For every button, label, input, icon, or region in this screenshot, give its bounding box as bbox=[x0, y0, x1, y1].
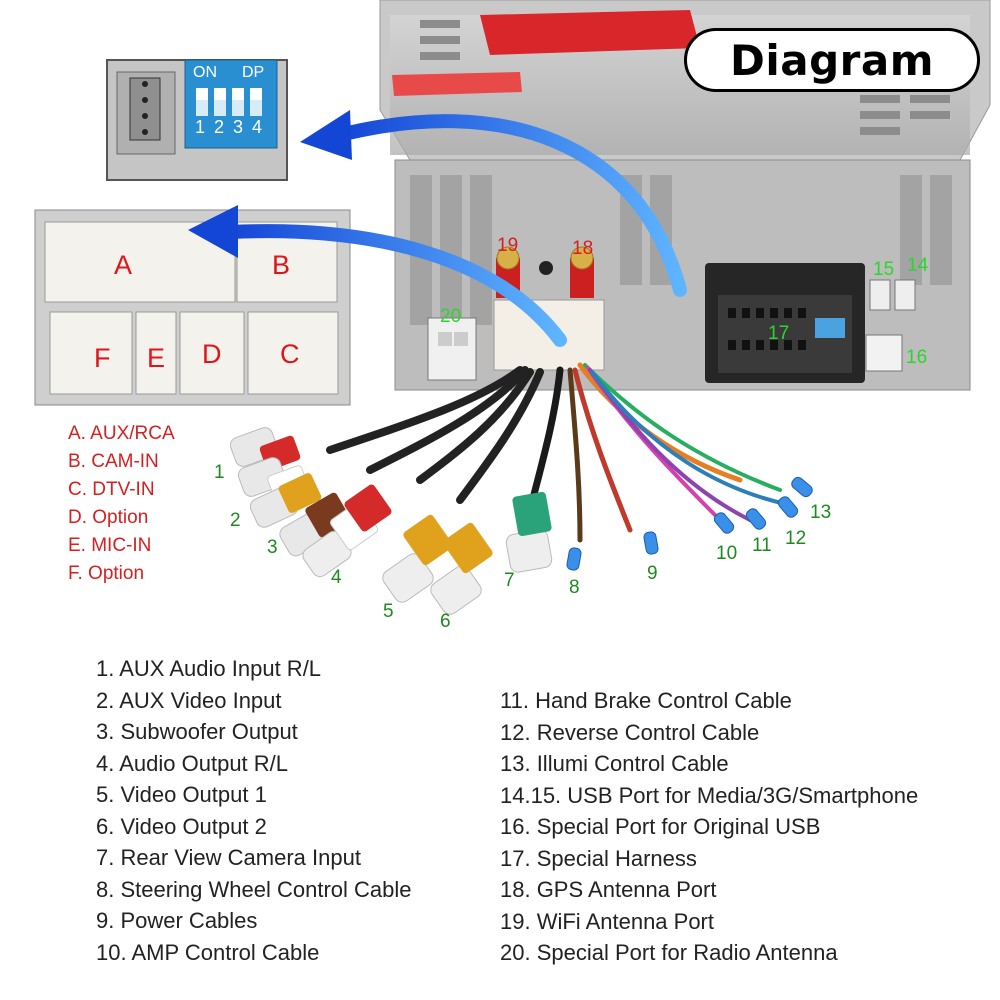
legend-item: 7. Rear View Camera Input bbox=[96, 845, 361, 870]
connector-list-item: B. CAM-IN bbox=[68, 451, 159, 472]
connector-list-item: D. Option bbox=[68, 507, 149, 528]
legend-item: 17. Special Harness bbox=[500, 845, 697, 871]
legend-item: 16. Special Port for Original USB bbox=[500, 814, 821, 839]
legend-item: 11. Hand Brake Control Cable bbox=[500, 688, 792, 713]
legend-left: 1. AUX Audio Input R/L 2. AUX Video Inpu… bbox=[96, 653, 412, 968]
callout-number: 2 bbox=[230, 510, 241, 531]
legend-item: 10. AMP Control Cable bbox=[96, 939, 320, 965]
dip-number: 2 bbox=[214, 117, 225, 137]
dip-switch-inset bbox=[106, 59, 288, 181]
callout-number: 18 bbox=[572, 238, 594, 259]
callout-number: 4 bbox=[331, 567, 342, 588]
legend-item: 4. Audio Output R/L bbox=[96, 750, 289, 776]
connector-list-item: F. Option bbox=[68, 563, 145, 584]
legend-item: 19. WiFi Antenna Port bbox=[500, 908, 714, 934]
dip-number: 4 bbox=[252, 117, 263, 137]
legend-item: 2. AUX Video Input bbox=[96, 687, 282, 713]
callout-number: 13 bbox=[810, 502, 832, 523]
callout-number: 19 bbox=[497, 235, 519, 256]
callout-number: 11 bbox=[752, 535, 772, 556]
legend-item: 20. Special Port for Radio Antenna bbox=[500, 940, 838, 965]
legend-item: 14.15. USB Port for Media/3G/Smartphone bbox=[500, 782, 919, 808]
callout-number: 9 bbox=[647, 563, 658, 584]
legend-item: 3. Subwoofer Output bbox=[96, 719, 298, 744]
callout-number: 15 bbox=[873, 259, 895, 280]
legend-item: 1. AUX Audio Input R/L bbox=[96, 656, 322, 681]
wire-bundle bbox=[326, 362, 792, 543]
dip-number: 1 bbox=[195, 117, 206, 137]
legend-item: 5. Video Output 1 bbox=[96, 782, 267, 807]
legend-item: 12. Reverse Control Cable bbox=[500, 719, 760, 745]
port-letter-d: D bbox=[202, 339, 222, 369]
connector-list-item: A. AUX/RCA bbox=[68, 423, 175, 444]
connector-list-item: C. DTV-IN bbox=[68, 479, 155, 500]
callout-number: 20 bbox=[440, 306, 462, 327]
callout-number: 10 bbox=[716, 543, 738, 564]
callout-arrows bbox=[188, 110, 687, 347]
legend-right: 11. Hand Brake Control Cable 12. Reverse… bbox=[500, 685, 918, 969]
callout-number: 14 bbox=[907, 255, 929, 276]
port-letter-e: E bbox=[147, 343, 166, 373]
legend-item: 18. GPS Antenna Port bbox=[500, 877, 717, 902]
connector-ports-inset bbox=[34, 209, 351, 406]
callout-number: 17 bbox=[768, 323, 790, 344]
rca-plugs bbox=[229, 427, 553, 615]
callout-number: 5 bbox=[383, 601, 394, 622]
callout-number: 16 bbox=[906, 347, 928, 368]
connector-list: A. AUX/RCA B. CAM-IN C. DTV-IN D. Option… bbox=[68, 420, 175, 588]
port-letter-a: A bbox=[114, 250, 133, 280]
callout-number: 7 bbox=[504, 570, 515, 591]
title-badge: Diagram bbox=[684, 28, 980, 92]
legend-item: 8. Steering Wheel Control Cable bbox=[96, 876, 412, 902]
port-letter-f: F bbox=[94, 343, 111, 373]
dip-dp-label: DP bbox=[242, 64, 265, 81]
dip-number: 3 bbox=[233, 117, 244, 137]
diagram-title: Diagram bbox=[730, 35, 934, 85]
port-letter-b: B bbox=[272, 250, 291, 280]
callout-number: 3 bbox=[267, 537, 278, 558]
legend-item: 13. Illumi Control Cable bbox=[500, 751, 729, 776]
legend-item: 6. Video Output 2 bbox=[96, 813, 267, 839]
connector-list-item: E. MIC-IN bbox=[68, 535, 152, 556]
callout-number: 1 bbox=[214, 462, 225, 483]
port-letter-c: C bbox=[280, 339, 300, 369]
wire-tips bbox=[566, 476, 813, 571]
callout-number: 12 bbox=[785, 528, 807, 549]
dip-on-label: ON bbox=[193, 64, 217, 81]
callout-number: 6 bbox=[440, 611, 451, 632]
callout-number: 8 bbox=[569, 577, 580, 598]
legend-item: 9. Power Cables bbox=[96, 908, 258, 933]
